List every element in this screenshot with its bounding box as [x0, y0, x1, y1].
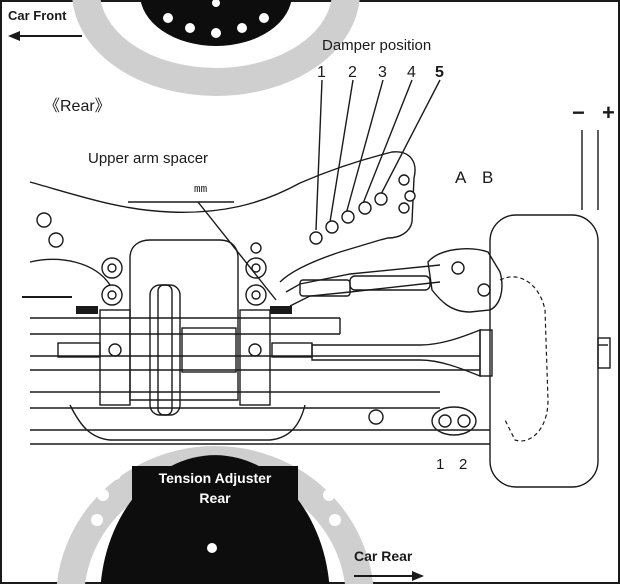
tension-adjuster-label: Tension Adjuster	[158, 470, 272, 486]
lower-hole-1: 1	[436, 456, 445, 473]
point-a-label: A	[455, 168, 467, 187]
camber-plus-label: +	[602, 100, 615, 125]
top-gear-icon	[72, 0, 360, 96]
car-rear-label: Car Rear	[354, 548, 413, 564]
camber-minus-label: −	[572, 100, 585, 125]
car-rear-arrow-icon	[354, 571, 424, 581]
damper-position-2: 2	[348, 64, 357, 81]
damper-position-3: 3	[378, 64, 387, 81]
lower-hole-2: 2	[459, 456, 468, 473]
damper-position-4: 4	[407, 64, 416, 81]
spacer-mm-unit: mm	[194, 184, 208, 196]
point-b-label: B	[482, 168, 494, 187]
upper-arm-spacer-label: Upper arm spacer	[88, 150, 209, 167]
damper-position-1: 1	[317, 64, 326, 81]
rear-label: 《Rear》	[44, 98, 111, 115]
damper-position-title: Damper position	[322, 37, 432, 54]
damper-holes	[309, 174, 416, 245]
damper-position-5: 5	[435, 64, 444, 81]
car-front-label: Car Front	[8, 8, 67, 23]
car-front-arrow-icon	[8, 31, 82, 41]
bottom-gear-icon	[56, 446, 374, 584]
tension-adjuster-rear-label: Rear	[199, 490, 231, 506]
